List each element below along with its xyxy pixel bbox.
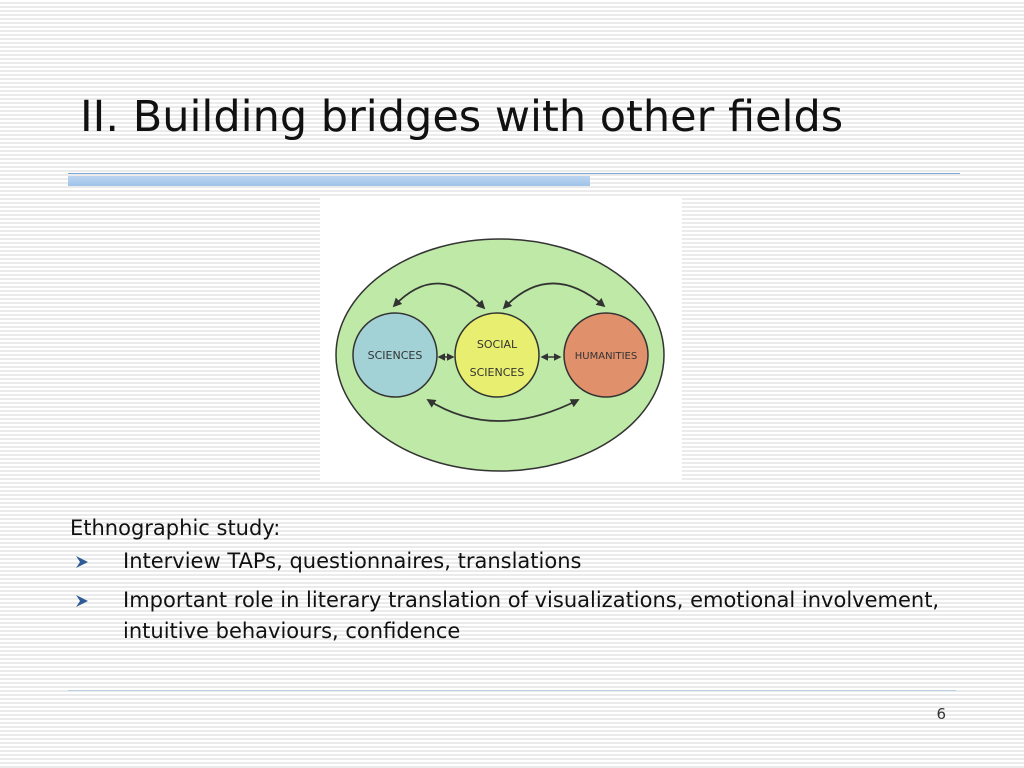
bullet-text: Important role in literary translation o… xyxy=(123,588,940,643)
arrow-bullet-icon xyxy=(76,595,88,607)
humanities-label: HUMANITIES xyxy=(575,351,637,362)
title-divider-accent xyxy=(68,176,590,186)
humanities-node xyxy=(563,312,649,398)
arrow-social-humanities-top xyxy=(502,282,606,310)
arrow-bullet-icon xyxy=(76,556,88,568)
bullet-item: Interview TAPs, questionnaires, translat… xyxy=(70,546,970,577)
disciplines-diagram: SCIENCES SOCIAL SCIENCES HUMANITIES xyxy=(320,196,682,482)
footer-divider xyxy=(68,690,956,691)
sciences-label: SCIENCES xyxy=(368,349,423,362)
disciplines-diagram-svg: SCIENCES SOCIAL SCIENCES HUMANITIES xyxy=(335,238,665,472)
bullet-list: Interview TAPs, questionnaires, translat… xyxy=(70,546,970,647)
bullet-item: Important role in literary translation o… xyxy=(70,585,970,647)
bullet-text: Interview TAPs, questionnaires, translat… xyxy=(123,549,582,573)
social-sciences-label-line2: SCIENCES xyxy=(470,366,525,379)
arrow-sciences-humanities-bottom xyxy=(426,399,580,422)
sciences-node xyxy=(352,312,438,398)
slide-title: II. Building bridges with other fields xyxy=(80,92,844,142)
title-divider-thin xyxy=(68,173,960,174)
social-sciences-node xyxy=(454,312,540,398)
social-sciences-label-line1: SOCIAL xyxy=(477,338,518,351)
slide-body: Ethnographic study: Interview TAPs, ques… xyxy=(70,513,970,655)
page-number: 6 xyxy=(936,705,946,723)
intro-text: Ethnographic study: xyxy=(70,516,281,540)
arrow-sciences-social-top xyxy=(392,282,486,310)
